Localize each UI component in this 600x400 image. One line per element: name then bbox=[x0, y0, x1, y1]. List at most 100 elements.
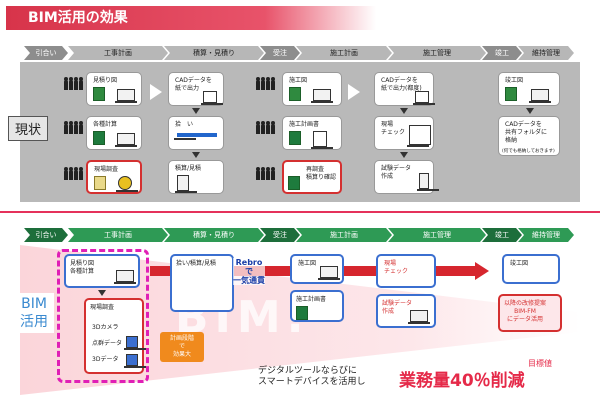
card-text: 現場調査 bbox=[94, 166, 119, 173]
card-shunko-zu: 竣工図 bbox=[502, 254, 560, 284]
card-kakushu-keisan: 各種計算 bbox=[86, 116, 142, 150]
drawing-doc-icon bbox=[505, 87, 517, 101]
card-saichosei: 再調査 積算り確認 bbox=[282, 160, 342, 194]
flow-arrow-icon bbox=[348, 84, 360, 100]
card-text: 拾い/積算/見積 bbox=[176, 260, 217, 267]
stage-seko-kanri: 施工管理 bbox=[388, 46, 486, 60]
paper-icon bbox=[201, 91, 223, 105]
card-text: 試験データ 作成 bbox=[382, 300, 413, 315]
card-shiken-data: 試験データ 作成 bbox=[374, 160, 439, 194]
laptop-icon bbox=[114, 270, 136, 284]
measuring-tape-icon bbox=[116, 176, 138, 192]
down-arrow-icon bbox=[400, 108, 408, 114]
page-title: BIM活用の効果 bbox=[6, 6, 376, 30]
card-text: 施工計画書 bbox=[296, 296, 327, 303]
stage-shunko: 竣工 bbox=[482, 46, 522, 60]
card-text: 見積り図 bbox=[93, 77, 118, 84]
navisworks-icon bbox=[124, 354, 146, 368]
card-text: 施工図 bbox=[298, 260, 317, 267]
drawings-icon bbox=[407, 125, 431, 147]
drawing-doc-icon bbox=[289, 87, 301, 101]
card-text: 竣工図 bbox=[510, 260, 529, 267]
paper-icon bbox=[413, 91, 435, 105]
card-text: 竣工図 bbox=[505, 77, 524, 84]
stage-iji-kanri: 維持管理 bbox=[518, 46, 574, 60]
card-shiken-data: 試験データ 作成 bbox=[376, 294, 436, 328]
workers-icon bbox=[64, 77, 88, 92]
stage-sekisan: 積算・見積り bbox=[164, 46, 264, 60]
excel-icon bbox=[288, 176, 300, 190]
card-text: 現場 チェック bbox=[381, 121, 406, 136]
bim-usage-label: BIM 活用 bbox=[14, 293, 54, 333]
current-state-label: 現状 bbox=[8, 116, 49, 141]
goal-label: 目標値 bbox=[528, 359, 552, 368]
workers-icon bbox=[256, 167, 280, 182]
card-seko-keikaku: 施工計画書 bbox=[290, 290, 344, 322]
down-arrow-icon bbox=[192, 152, 200, 158]
rebro-throughput-label: Rebro で 一気通貫 bbox=[233, 258, 265, 285]
revit-icon bbox=[124, 336, 146, 350]
stage-bar-bim: 引合い 工事計画 積算・見積り 受注 施工計画 施工管理 竣工 維持管理 bbox=[24, 228, 574, 242]
stage-sekisan: 積算・見積り bbox=[164, 228, 264, 242]
3d-data-label: 3Dデータ bbox=[92, 356, 119, 363]
stage-hikiai: 引合い bbox=[24, 46, 68, 60]
card-text: 現場調査 bbox=[90, 304, 115, 311]
laptop-icon bbox=[529, 89, 551, 103]
card-cad-print: CADデータを 紙で出力 bbox=[168, 72, 224, 106]
card-bim-mitsumori: 見積り図 各種計算 bbox=[64, 254, 140, 288]
workers-icon bbox=[256, 121, 280, 136]
stage-juchu: 受注 bbox=[260, 46, 300, 60]
card-mitsumori-zu: 見積り図 bbox=[86, 72, 142, 106]
card-text: 再調査 積算り確認 bbox=[306, 166, 337, 181]
card-text: CADデータを 共有フォルダに 格納 bbox=[505, 121, 548, 144]
card-genba-check: 現場 チェック bbox=[376, 254, 436, 288]
goal-value: 業務量40％削減 bbox=[399, 371, 525, 391]
card-shunko-zu: 竣工図 bbox=[498, 72, 560, 106]
down-arrow-icon bbox=[192, 108, 200, 114]
card-text: 施工図 bbox=[289, 77, 308, 84]
card-text: CADデータを 紙で出力 bbox=[175, 77, 212, 92]
flow-arrow-icon bbox=[150, 84, 162, 100]
card-genba-check: 現場 チェック bbox=[374, 116, 434, 150]
calculator-icon bbox=[417, 173, 439, 191]
card-note: (何でも格納しておきます) bbox=[502, 149, 555, 154]
pens-icon bbox=[174, 133, 217, 140]
point-cloud-label: 点群データ bbox=[92, 340, 123, 347]
excel-icon bbox=[93, 131, 105, 145]
card-text: 現場 チェック bbox=[384, 260, 409, 275]
card-text: 積算/見積 bbox=[175, 165, 202, 172]
stage-hikiai: 引合い bbox=[24, 228, 68, 242]
stage-seko-keikaku: 施工計画 bbox=[296, 46, 392, 60]
card-text: 施工計画書 bbox=[289, 121, 320, 128]
stage-bar-current: 引合い 工事計画 積算・見積り 受注 施工計画 施工管理 竣工 維持管理 bbox=[24, 46, 574, 60]
card-text: 以降の改修提案 BIM-FM にデータ活用 bbox=[504, 300, 547, 323]
planning-effect-badge: 計画段階 で 効果大 bbox=[160, 332, 204, 362]
workers-icon bbox=[64, 121, 88, 136]
laptop-icon bbox=[408, 310, 430, 324]
card-cad-print-repeat: CADデータを 紙で出力(都度) bbox=[374, 72, 435, 106]
calculator-icon bbox=[175, 175, 197, 193]
excel-icon bbox=[289, 131, 301, 145]
card-sekozu: 施工図 bbox=[282, 72, 342, 106]
document-icon bbox=[311, 131, 333, 149]
goal-description: デジタルツールならびに スマートデバイスを活用し bbox=[258, 366, 366, 387]
laptop-icon bbox=[311, 89, 333, 103]
drawing-doc-icon bbox=[93, 87, 105, 101]
card-genba-chosa: 現場調査 bbox=[86, 160, 142, 194]
card-hiroi-sekisan: 拾い/積算/見積 bbox=[170, 254, 234, 312]
laptop-icon bbox=[318, 266, 340, 280]
card-sekisan: 積算/見積 bbox=[168, 160, 224, 194]
card-hiroi: 拾 い bbox=[168, 116, 224, 150]
card-sekozu: 施工図 bbox=[290, 254, 344, 284]
excel-icon bbox=[296, 306, 308, 320]
workers-icon bbox=[64, 167, 88, 182]
card-bim-genba: 現場調査 3Dカメラ 点群データ 3Dデータ bbox=[84, 298, 146, 374]
card-text: 拾 い bbox=[175, 121, 194, 128]
stage-koji-keikaku: 工事計画 bbox=[68, 228, 168, 242]
stage-iji-kanri: 維持管理 bbox=[518, 228, 574, 242]
card-text: CADデータを 紙で出力(都度) bbox=[381, 77, 422, 92]
card-text: 各種計算 bbox=[93, 121, 118, 128]
stage-shunko: 竣工 bbox=[482, 228, 522, 242]
stage-juchu: 受注 bbox=[260, 228, 300, 242]
section-divider bbox=[0, 211, 600, 213]
